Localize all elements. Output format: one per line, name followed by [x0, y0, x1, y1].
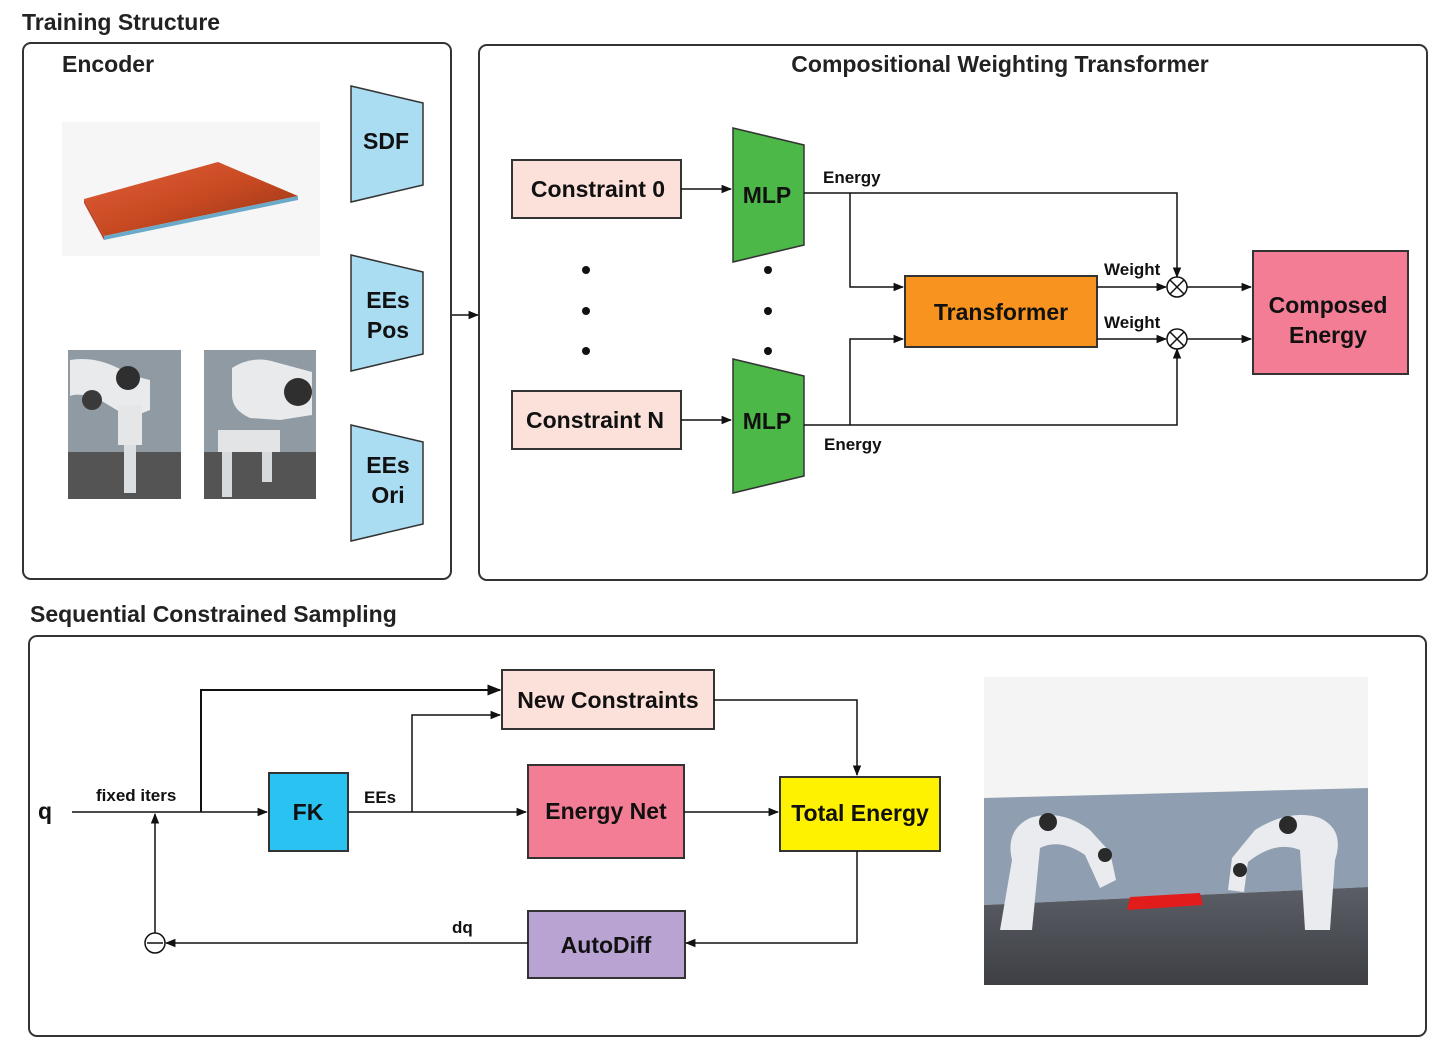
energy-bottom-to-transformer-arrow: [849, 334, 905, 425]
total-energy-to-autodiff-arrow: [684, 851, 858, 948]
ees-ori-encoder-block: [350, 424, 424, 542]
weight-bottom-label: Weight: [1104, 313, 1161, 332]
energy-net-box: [527, 764, 685, 859]
energy-bottom-label: Energy: [824, 435, 882, 454]
dual-arm-robot-scene-image: [984, 677, 1368, 985]
label-line: Energy: [1289, 322, 1367, 348]
mlp-bottom-label: MLP: [743, 408, 792, 434]
total-energy-box: [779, 776, 941, 852]
sdf-encoder-block: [350, 85, 424, 203]
fixed-iters-label: fixed iters: [96, 786, 176, 805]
composed-energy-box: [1252, 250, 1409, 375]
transformer-panel-title: Compositional Weighting Transformer: [791, 51, 1208, 77]
label-line: EEs: [366, 287, 409, 313]
constraint-0-box: [511, 159, 682, 219]
transformer-box: [904, 275, 1098, 348]
new-constraints-to-total-energy-arrow: [714, 699, 862, 777]
subtract-icon: [144, 932, 166, 954]
constraint-0-label: Constraint 0: [531, 176, 665, 202]
ees-label: EEs: [364, 788, 396, 807]
q-to-new-constraints-arrow: [200, 684, 502, 812]
constraint-n-label: Constraint N: [526, 407, 664, 433]
label-line: Ori: [371, 482, 404, 508]
label-line: EEs: [366, 452, 409, 478]
fk-label: FK: [293, 799, 324, 825]
constraint-ellipsis: [582, 266, 590, 355]
energy-net-label: Energy Net: [545, 798, 667, 824]
encoder-panel: [22, 42, 452, 580]
mlp-ellipsis: [764, 266, 772, 355]
transformer-label: Transformer: [934, 299, 1068, 325]
sampling-panel: [28, 635, 1427, 1037]
robot-gripper-image-1: [68, 350, 181, 499]
multiply-top-icon: [1166, 276, 1188, 298]
sdf-label: SDF: [363, 128, 409, 154]
label-line: Composed: [1269, 292, 1388, 318]
autodiff-box: [527, 910, 686, 979]
weight-top-label: Weight: [1104, 260, 1161, 279]
mlp-top-label: MLP: [743, 182, 792, 208]
new-constraints-box: [501, 669, 715, 730]
encoder-title: Encoder: [62, 51, 154, 77]
constraint-n-box: [511, 390, 682, 450]
ees-pos-encoder-block: [350, 254, 424, 372]
dq-label: dq: [452, 918, 473, 937]
ees-to-new-constraints-arrow: [411, 710, 502, 812]
robot-gripper-image-2: [204, 350, 316, 499]
q-label: q: [38, 798, 52, 824]
total-energy-label: Total Energy: [791, 800, 929, 826]
mlp-top-block: [732, 127, 805, 263]
sampling-section-title: Sequential Constrained Sampling: [30, 601, 397, 627]
energy-top-to-transformer-arrow: [849, 193, 905, 292]
transformer-panel: [478, 44, 1428, 581]
training-section-title: Training Structure: [22, 9, 220, 35]
energy-top-to-multiply-arrow: [804, 192, 1182, 279]
mlp-bottom-block: [732, 358, 805, 494]
energy-top-label: Energy: [823, 168, 881, 187]
new-constraints-label: New Constraints: [517, 687, 698, 713]
energy-bottom-to-multiply-arrow: [804, 347, 1182, 426]
label-line: Pos: [367, 317, 409, 343]
sdf-surface-image: [62, 122, 320, 256]
autodiff-label: AutoDiff: [561, 932, 652, 958]
multiply-bottom-icon: [1166, 328, 1188, 350]
